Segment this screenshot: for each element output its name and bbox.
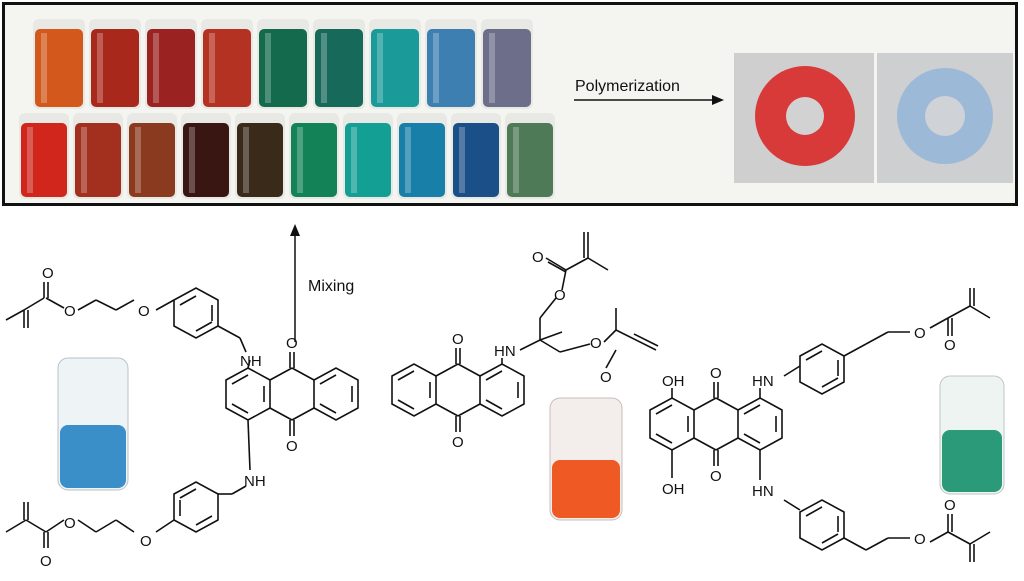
vial-liquid <box>291 123 337 197</box>
atom-o: O <box>286 335 298 352</box>
vials-photo <box>19 19 1013 199</box>
blue-vial <box>57 357 129 491</box>
vial-liquid <box>315 29 363 107</box>
atom-o: O <box>64 515 76 532</box>
atom-o: O <box>452 434 464 451</box>
vial-highlight <box>189 127 195 193</box>
orange-vial <box>549 397 623 521</box>
atom-hn: HN <box>752 373 774 390</box>
vial-liquid <box>345 123 391 197</box>
vial-highlight <box>135 127 141 193</box>
vial-liquid <box>91 29 139 107</box>
vial-highlight <box>81 127 87 193</box>
red-disc-hole <box>786 97 824 135</box>
green-vial <box>939 375 1005 495</box>
atom-o: O <box>42 265 54 282</box>
atom-o: O <box>64 303 76 320</box>
vial-liquid <box>399 123 445 197</box>
vial-liquid <box>129 123 175 197</box>
vial-highlight <box>513 127 519 193</box>
vial-highlight <box>377 33 383 103</box>
vial-highlight <box>97 33 103 103</box>
vial-liquid <box>237 123 283 197</box>
vial-liquid <box>453 123 499 197</box>
vial-highlight <box>209 33 215 103</box>
atom-nh: NH <box>240 353 262 370</box>
chemical-structures: O O O NH O O NH O O O O O HN O O O O OH … <box>5 232 1005 570</box>
vial-highlight <box>41 33 47 103</box>
vials-photo-panel <box>2 2 1018 206</box>
atom-o: O <box>944 337 956 354</box>
vial-highlight <box>351 127 357 193</box>
atom-o: O <box>286 438 298 455</box>
vial-highlight <box>489 33 495 103</box>
atom-o: O <box>140 533 152 550</box>
atom-o: O <box>710 365 722 382</box>
vial-highlight <box>405 127 411 193</box>
vial-highlight <box>297 127 303 193</box>
atom-oh: OH <box>662 481 685 498</box>
vial-highlight <box>459 127 465 193</box>
atom-o: O <box>914 325 926 342</box>
atom-o: O <box>710 468 722 485</box>
vial-highlight <box>243 127 249 193</box>
vial-liquid <box>259 29 307 107</box>
atom-o: O <box>914 531 926 548</box>
atom-o: O <box>532 249 544 266</box>
atom-o: O <box>944 497 956 514</box>
vial-liquid <box>371 29 419 107</box>
vial-highlight <box>153 33 159 103</box>
bond-lines <box>5 232 991 562</box>
atom-oh: OH <box>662 373 685 390</box>
vial-liquid <box>147 29 195 107</box>
vial-liquid <box>203 29 251 107</box>
vial-liquid <box>183 123 229 197</box>
vial-highlight <box>265 33 271 103</box>
vial-highlight <box>433 33 439 103</box>
atom-o: O <box>138 303 150 320</box>
atom-o: O <box>590 335 602 352</box>
bottom-row-vials <box>19 113 555 199</box>
blue-disc-hole <box>925 96 965 136</box>
vial-liquid <box>75 123 121 197</box>
vial-liquid <box>21 123 67 197</box>
vial-liquid <box>427 29 475 107</box>
polymerization-label: Polymerization <box>575 78 680 95</box>
atom-hn: HN <box>494 343 516 360</box>
vial-liquid <box>35 29 83 107</box>
vial-liquid <box>507 123 553 197</box>
atom-hn: HN <box>752 483 774 500</box>
atom-o: O <box>452 331 464 348</box>
vial-highlight <box>321 33 327 103</box>
vial-liquid <box>483 29 531 107</box>
atom-o: O <box>554 287 566 304</box>
vial-highlight <box>27 127 33 193</box>
arrow-right-icon <box>574 95 724 105</box>
atom-o: O <box>40 553 52 570</box>
atom-o: O <box>600 369 612 386</box>
top-row-vials <box>33 19 533 109</box>
arrow-up-icon <box>290 224 300 342</box>
mixing-label: Mixing <box>308 278 355 295</box>
atom-nh: NH <box>244 473 266 490</box>
